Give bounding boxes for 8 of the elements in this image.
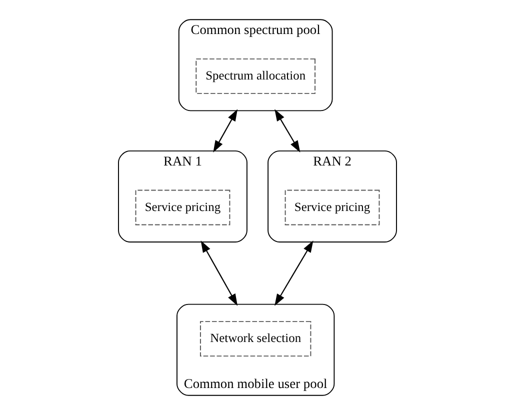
arrow: [213, 109, 238, 152]
node-box: Service pricing: [284, 190, 380, 226]
node-box: Spectrum allocation: [196, 58, 316, 94]
arrow: [200, 240, 238, 306]
arrow: [274, 240, 314, 306]
node-box: Network selection: [200, 321, 312, 357]
node-box: Service pricing: [135, 190, 230, 226]
arrow: [274, 109, 300, 152]
